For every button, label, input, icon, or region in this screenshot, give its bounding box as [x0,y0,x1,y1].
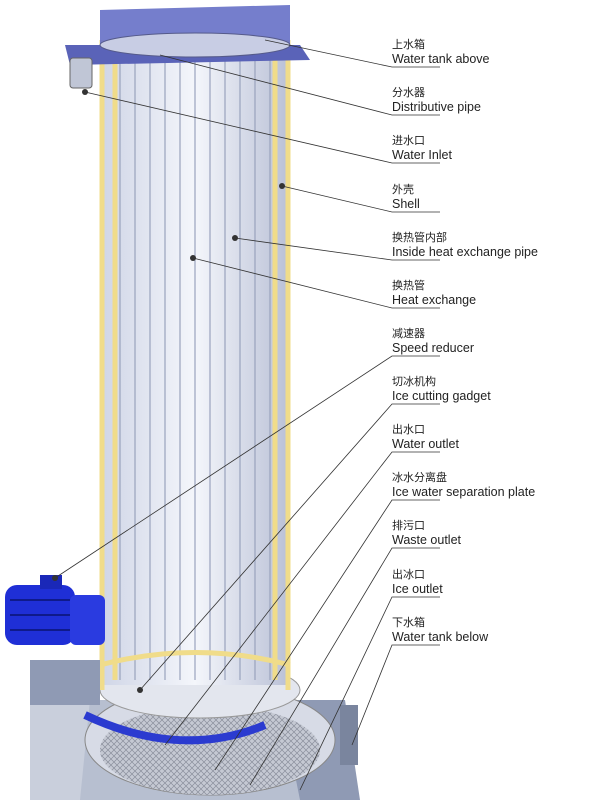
label-cn: 进水口 [392,134,425,147]
label-en: Ice outlet [392,582,443,596]
label-cn: 上水箱 [392,38,425,51]
speed-reducer [5,575,105,705]
label-en: Heat exchange [392,293,477,307]
ice-water-separation-plate [83,711,267,745]
leader-lines [54,39,440,791]
label-cn: 换热管 [392,279,425,292]
label-en: Water tank below [392,630,489,644]
label-en: Water tank above [392,52,490,66]
label-cn: 排污口 [392,519,425,532]
shell [99,40,291,690]
label-cn: 出水口 [392,423,425,436]
label-en: Distributive pipe [392,100,481,114]
label-en: Waste outlet [392,533,462,547]
label-en: Inside heat exchange pipe [392,245,538,259]
label-cn: 换热管内部 [392,231,447,244]
label-en: Ice water separation plate [392,485,536,499]
label-cn: 下水箱 [392,616,425,629]
label-en: Water Inlet [392,148,452,162]
label-en: Water outlet [392,437,459,451]
label-en: Ice cutting gadget [392,389,491,403]
label-cn: 分水器 [392,86,425,99]
label-cn: 外壳 [392,183,414,196]
label-en: Shell [392,197,420,211]
label-cn: 减速器 [392,327,425,340]
label-cn: 切冰机构 [392,375,436,388]
label-cn: 出冰口 [392,568,425,581]
label-cn: 冰水分离盘 [392,471,447,484]
label-en: Speed reducer [392,341,475,355]
